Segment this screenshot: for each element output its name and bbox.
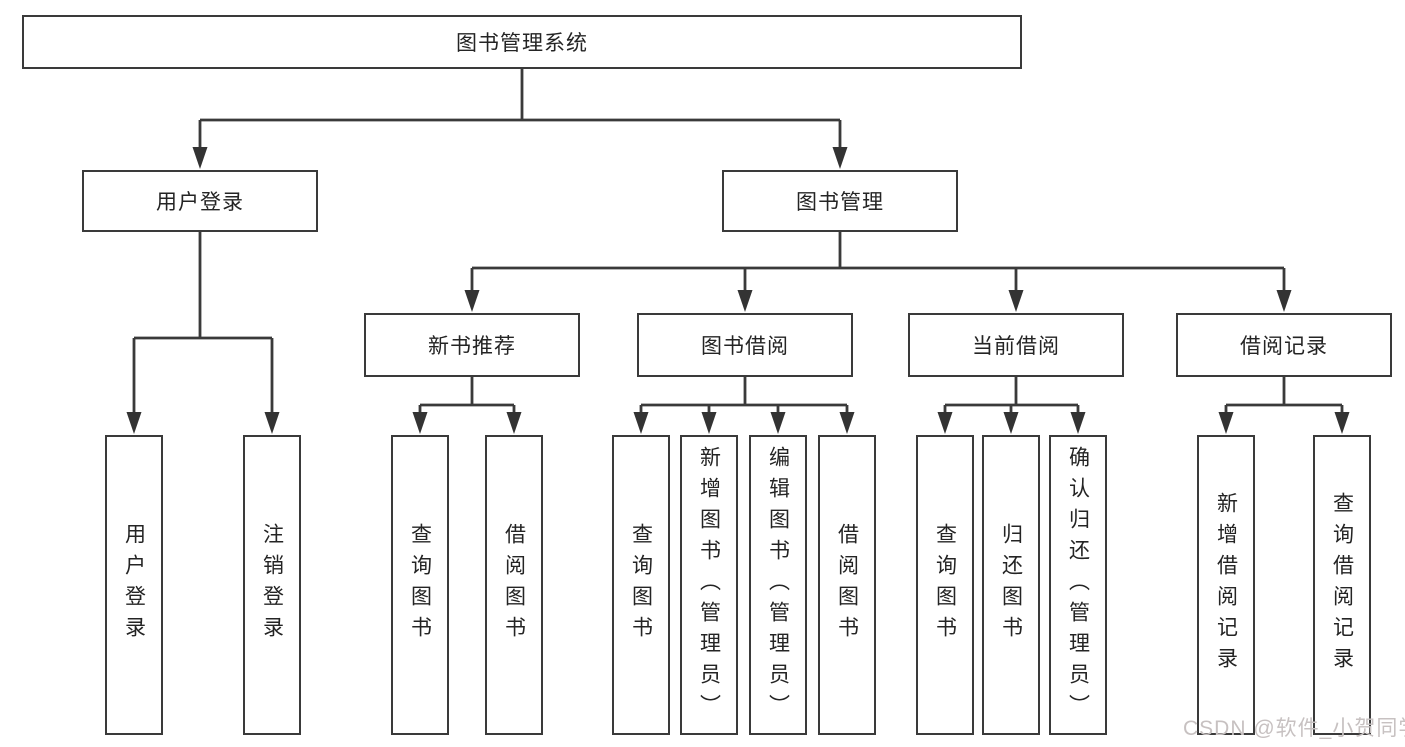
node-borrow-records: 借阅记录 <box>1176 313 1392 377</box>
leaf-confirm-return-admin-label: 确认归还（管理员） <box>1066 445 1090 725</box>
leaf-query-books-3: 查询图书 <box>916 435 974 735</box>
leaf-borrow-books-1: 借阅图书 <box>485 435 543 735</box>
node-current-borrow-label: 当前借阅 <box>972 335 1060 358</box>
node-user-login: 用户登录 <box>82 170 318 232</box>
leaf-edit-book-admin: 编辑图书（管理员） <box>749 435 807 735</box>
node-new-book-recommend: 新书推荐 <box>364 313 580 377</box>
node-borrow-records-label: 借阅记录 <box>1240 335 1328 358</box>
leaf-add-book-admin: 新增图书（管理员） <box>680 435 738 735</box>
leaf-query-books-1: 查询图书 <box>391 435 449 735</box>
leaf-add-borrow-record-label: 新增借阅记录 <box>1214 492 1238 678</box>
leaf-logout-label: 注销登录 <box>260 523 284 647</box>
leaf-user-login-label: 用户登录 <box>122 523 146 647</box>
node-book-borrow: 图书借阅 <box>637 313 853 377</box>
node-current-borrow: 当前借阅 <box>908 313 1124 377</box>
connector-current-to-leaves <box>943 377 1080 415</box>
leaf-user-login: 用户登录 <box>105 435 163 735</box>
leaf-query-books-2-label: 查询图书 <box>629 523 653 647</box>
node-user-login-label: 用户登录 <box>156 191 244 214</box>
node-book-borrow-label: 图书借阅 <box>701 335 789 358</box>
leaf-query-borrow-record: 查询借阅记录 <box>1313 435 1371 735</box>
leaf-borrow-books-2: 借阅图书 <box>818 435 876 735</box>
connector-bookmgmt-to-level3 <box>470 232 1286 294</box>
connector-records-to-leaves <box>1224 377 1344 415</box>
leaf-return-book: 归还图书 <box>982 435 1040 735</box>
leaf-query-books-2: 查询图书 <box>612 435 670 735</box>
connector-root-to-level2 <box>198 69 842 150</box>
leaf-query-borrow-record-label: 查询借阅记录 <box>1330 492 1354 678</box>
leaf-edit-book-admin-label: 编辑图书（管理员） <box>766 445 790 725</box>
leaf-query-books-3-label: 查询图书 <box>933 523 957 647</box>
node-root-system: 图书管理系统 <box>22 15 1022 69</box>
connector-newbook-to-leaves <box>418 377 516 415</box>
connector-userlogin-to-leaves <box>132 232 274 415</box>
leaf-return-book-label: 归还图书 <box>999 523 1023 647</box>
leaf-confirm-return-admin: 确认归还（管理员） <box>1049 435 1107 735</box>
node-book-management: 图书管理 <box>722 170 958 232</box>
leaf-borrow-books-2-label: 借阅图书 <box>835 523 859 647</box>
csdn-watermark: CSDN @软件_小贺同学 <box>1183 717 1405 740</box>
node-root-label: 图书管理系统 <box>456 32 588 55</box>
node-new-book-recommend-label: 新书推荐 <box>428 335 516 358</box>
leaf-add-book-admin-label: 新增图书（管理员） <box>697 445 721 725</box>
leaf-logout: 注销登录 <box>243 435 301 735</box>
connector-borrow-to-leaves <box>639 377 849 415</box>
node-book-management-label: 图书管理 <box>796 191 884 214</box>
leaf-borrow-books-1-label: 借阅图书 <box>502 523 526 647</box>
leaf-add-borrow-record: 新增借阅记录 <box>1197 435 1255 735</box>
leaf-query-books-1-label: 查询图书 <box>408 523 432 647</box>
